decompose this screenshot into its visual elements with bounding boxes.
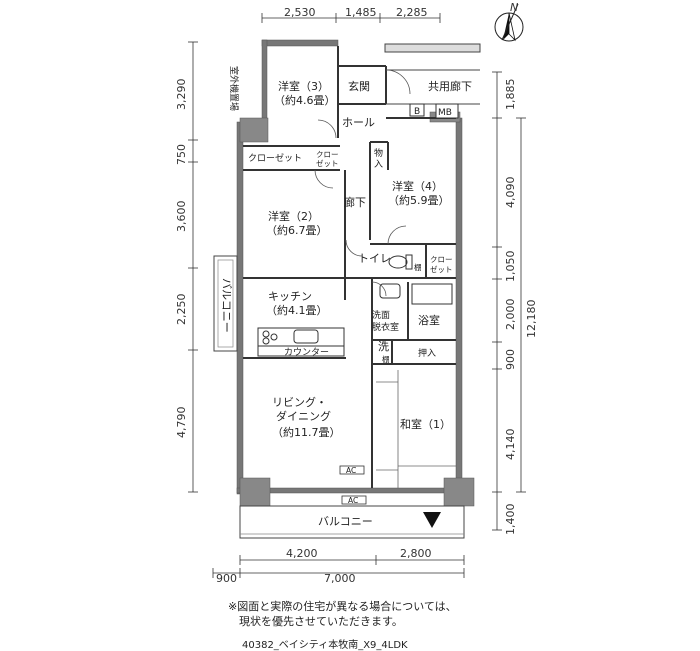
washroom-label-2: 脱衣室 bbox=[372, 321, 399, 333]
side-balcony-rail bbox=[217, 259, 234, 348]
closet-small-2: ゼット bbox=[316, 158, 339, 168]
dim-left-1: 3,290 bbox=[175, 79, 188, 111]
balcony-arrow-icon bbox=[423, 512, 441, 528]
dim-right-2: 4,090 bbox=[504, 177, 517, 209]
wash-label: 洗 bbox=[378, 340, 389, 353]
dim-bottom-2: 2,800 bbox=[400, 547, 432, 560]
door-swings bbox=[314, 69, 411, 297]
kitchen-counter bbox=[257, 327, 345, 357]
western3-size: （約4.6畳） bbox=[274, 93, 336, 107]
western2-name: 洋室（2） bbox=[268, 209, 319, 223]
living-size: （約11.7畳） bbox=[272, 425, 341, 439]
bottom-balcony-label: バルコニー bbox=[318, 515, 373, 528]
japanese-room-label: 和室（1） bbox=[400, 417, 451, 431]
washroom-label-1: 洗面 bbox=[372, 309, 390, 321]
dim-left-5: 4,790 bbox=[175, 407, 188, 439]
closet2-small-1: クロー bbox=[430, 255, 453, 264]
counter-label: カウンター bbox=[284, 347, 329, 358]
dim-bottom-1: 4,200 bbox=[286, 547, 318, 560]
ac-unit-balcony bbox=[341, 495, 367, 505]
ac-label-living: AC bbox=[346, 466, 356, 475]
western4-size: （約5.9畳） bbox=[388, 193, 450, 207]
dim-left-3: 3,600 bbox=[175, 201, 188, 233]
kitchen-size: （約4.1畳） bbox=[266, 303, 328, 317]
toilet-label: トイレ bbox=[358, 252, 391, 265]
dim-top-3: 2,285 bbox=[396, 6, 428, 19]
hall-label: ホール bbox=[342, 116, 375, 129]
b-label: B bbox=[414, 107, 420, 117]
dim-left-4: 2,250 bbox=[175, 294, 188, 326]
dim-bottom-3: 900 bbox=[216, 572, 237, 585]
dim-left-2: 750 bbox=[175, 144, 188, 165]
dim-bottom-total: 7,000 bbox=[324, 572, 356, 585]
dim-top-2: 1,485 bbox=[345, 6, 377, 19]
ac-label-balcony: AC bbox=[348, 496, 358, 505]
bathroom-label: 浴室 bbox=[418, 313, 440, 327]
b-box bbox=[409, 103, 425, 117]
compass-north-label: N bbox=[510, 1, 518, 14]
closet-label: クローゼット bbox=[248, 152, 302, 164]
dim-right-3: 1,050 bbox=[504, 251, 517, 283]
mb-box bbox=[435, 103, 459, 119]
bottom-balcony bbox=[239, 505, 465, 539]
western2-size: （約6.7畳） bbox=[266, 223, 328, 237]
western3-name: 洋室（3） bbox=[278, 79, 329, 93]
side-balcony bbox=[213, 255, 238, 352]
entrance-label: 玄関 bbox=[348, 79, 370, 93]
wash-basin bbox=[379, 283, 401, 299]
corridor-label: 廊下 bbox=[344, 195, 366, 209]
outdoor-unit-label: 室外機置場 bbox=[228, 66, 240, 111]
ac-unit-living bbox=[339, 465, 365, 475]
kitchen-name: キッチン bbox=[268, 290, 312, 303]
closet-small-1: クロー bbox=[316, 150, 339, 159]
bottom-dimension-line bbox=[212, 555, 465, 578]
mb-label: MB bbox=[438, 108, 452, 118]
oshiire-label: 押入 bbox=[418, 347, 436, 359]
closet2-small-2: ゼット bbox=[430, 264, 453, 274]
storage-label-2: 入 bbox=[374, 159, 383, 170]
tatami-pattern bbox=[376, 370, 456, 488]
shelf-label: 棚 bbox=[414, 262, 422, 272]
top-dimension-line bbox=[261, 13, 441, 23]
common-corridor-lines bbox=[384, 43, 481, 105]
left-dimension-line bbox=[188, 41, 198, 493]
dim-right-6: 4,140 bbox=[504, 429, 517, 461]
shelf2-label: 棚 bbox=[382, 354, 390, 364]
toilet-fixture bbox=[388, 254, 413, 270]
disclaimer-line-2: 現状を優先させていただきます。 bbox=[228, 615, 403, 628]
dim-right-total: 12,180 bbox=[525, 300, 538, 339]
dim-top-1: 2,530 bbox=[284, 6, 316, 19]
western4-name: 洋室（4） bbox=[392, 179, 443, 193]
dim-right-1: 1,885 bbox=[504, 79, 517, 111]
storage-label-1: 物 bbox=[374, 147, 383, 159]
side-balcony-label: バルコニー bbox=[220, 278, 233, 333]
compass-icon bbox=[494, 3, 524, 42]
plan-code: 40382_ベイシティ本牧南_X9_4LDK bbox=[242, 640, 408, 651]
living-label-2: ダイニング bbox=[276, 409, 331, 423]
bathtub bbox=[411, 283, 453, 305]
dim-right-5: 900 bbox=[504, 349, 517, 370]
dim-right-4: 2,000 bbox=[504, 299, 517, 331]
disclaimer-line-1: ※図面と実際の住宅が異なる場合については、 bbox=[228, 600, 457, 613]
right-dimension-line bbox=[492, 71, 526, 531]
interior-walls bbox=[243, 46, 456, 488]
living-label-1: リビング・ bbox=[272, 395, 327, 409]
common-corridor-label: 共用廊下 bbox=[428, 79, 472, 93]
dim-right-7: 1,400 bbox=[504, 504, 517, 536]
